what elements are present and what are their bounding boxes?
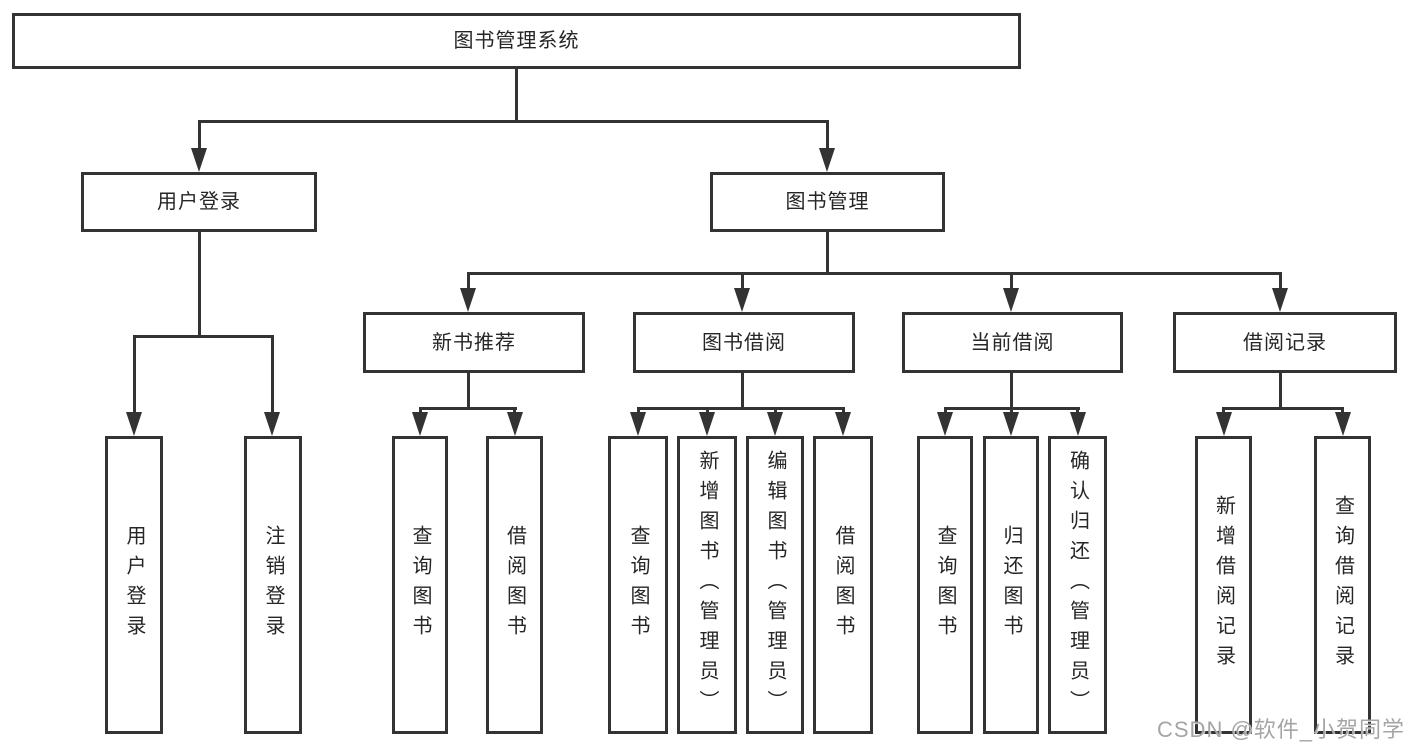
- node-new-book-recommend: 新书推荐: [363, 312, 585, 373]
- arrowhead-leaf-confirm-return-icon: [1069, 412, 1086, 436]
- arrowhead-leaf-query-borrow-record-icon: [1334, 412, 1351, 436]
- edge-to-leaf-confirm-return: [1076, 407, 1079, 415]
- edge-borrow-records-stub: [1278, 373, 1282, 407]
- edge-current-borrow-stub: [1009, 373, 1013, 407]
- leaf-logout-login: 注销登录: [244, 436, 302, 734]
- arrowhead-leaf-add-borrow-record-icon: [1215, 412, 1232, 436]
- edge-to-book-borrow: [740, 272, 744, 290]
- leaf-query-books-2: 查询图书: [608, 436, 668, 734]
- leaf-query-borrow-record: 查询借阅记录: [1314, 436, 1371, 734]
- arrowhead-leaf-edit-book-icon: [767, 412, 783, 436]
- edge-user-login-bar: [132, 335, 274, 338]
- edge-root-to-book-management: [825, 120, 829, 150]
- csdn-watermark: CSDN @软件_小贺同学: [1157, 717, 1405, 742]
- edge-level3-bar: [466, 272, 1282, 275]
- edge-user-login-stub: [197, 232, 201, 335]
- edge-root-to-user-login: [197, 120, 201, 150]
- leaf-query-books-3: 查询图书: [917, 436, 973, 734]
- leaf-confirm-return-admin: 确认归还（管理员）: [1048, 436, 1107, 734]
- edge-root-stub: [514, 69, 518, 120]
- leaf-add-book-admin: 新增图书（管理员）: [677, 436, 737, 734]
- arrowhead-leaf-query-books-1-icon: [412, 412, 428, 436]
- edge-to-leaf-logout: [270, 335, 274, 415]
- edge-to-leaf-edit-book: [773, 407, 777, 415]
- arrowhead-book-management-icon: [819, 148, 835, 172]
- leaf-user-login: 用户登录: [105, 436, 163, 734]
- edge-root-bar: [197, 120, 829, 123]
- arrowhead-leaf-borrow-books-2-icon: [835, 412, 851, 436]
- edge-borrow-records-bar: [1222, 407, 1344, 410]
- edge-to-leaf-query-books-2: [636, 407, 640, 415]
- edge-to-borrow-records: [1278, 272, 1282, 290]
- arrowhead-new-book-recommend-icon: [460, 288, 476, 312]
- arrowhead-leaf-user-login-icon: [126, 412, 142, 436]
- edge-to-leaf-return-book: [1009, 407, 1013, 415]
- node-borrow-records: 借阅记录: [1173, 312, 1397, 373]
- edge-book-borrow-stub: [740, 373, 744, 407]
- arrowhead-leaf-logout-icon: [264, 412, 280, 436]
- edge-book-borrow-bar: [636, 407, 845, 410]
- leaf-borrow-books-1: 借阅图书: [486, 436, 543, 734]
- leaf-add-borrow-record: 新增借阅记录: [1195, 436, 1252, 734]
- edge-to-leaf-add-borrow-record: [1222, 407, 1225, 415]
- arrowhead-book-borrow-icon: [734, 288, 750, 312]
- node-user-login: 用户登录: [81, 172, 317, 232]
- arrowhead-leaf-borrow-books-1-icon: [506, 412, 523, 436]
- node-library-system: 图书管理系统: [12, 13, 1021, 69]
- edge-to-leaf-user-login: [132, 335, 136, 415]
- leaf-query-books-1: 查询图书: [392, 436, 448, 734]
- leaf-edit-book-admin: 编辑图书（管理员）: [746, 436, 804, 734]
- arrowhead-leaf-add-book-icon: [699, 412, 715, 436]
- edge-to-new-book-recommend: [466, 272, 470, 290]
- edge-to-leaf-borrow-books-1: [513, 407, 516, 415]
- edge-to-leaf-borrow-books-2: [841, 407, 845, 415]
- node-book-management: 图书管理: [710, 172, 945, 232]
- leaf-borrow-books-2: 借阅图书: [813, 436, 873, 734]
- arrowhead-borrow-records-icon: [1272, 288, 1288, 312]
- arrowhead-user-login-icon: [191, 148, 207, 172]
- leaf-return-book: 归还图书: [983, 436, 1039, 734]
- edge-to-leaf-query-books-3: [943, 407, 947, 415]
- arrowhead-current-borrow-icon: [1003, 288, 1019, 312]
- arrowhead-leaf-query-books-2-icon: [630, 412, 646, 436]
- edge-new-book-recommend-stub: [466, 373, 470, 407]
- edge-book-management-stub: [825, 232, 829, 272]
- edge-to-leaf-query-books-1: [418, 407, 422, 415]
- edge-new-book-recommend-bar: [418, 407, 517, 410]
- node-current-borrow: 当前借阅: [902, 312, 1123, 373]
- edge-to-current-borrow: [1009, 272, 1013, 290]
- edge-to-leaf-query-borrow-record: [1341, 407, 1344, 415]
- arrowhead-leaf-return-book-icon: [1003, 412, 1019, 436]
- node-book-borrow: 图书借阅: [633, 312, 855, 373]
- arrowhead-leaf-query-books-3-icon: [937, 412, 953, 436]
- edge-to-leaf-add-book: [705, 407, 709, 415]
